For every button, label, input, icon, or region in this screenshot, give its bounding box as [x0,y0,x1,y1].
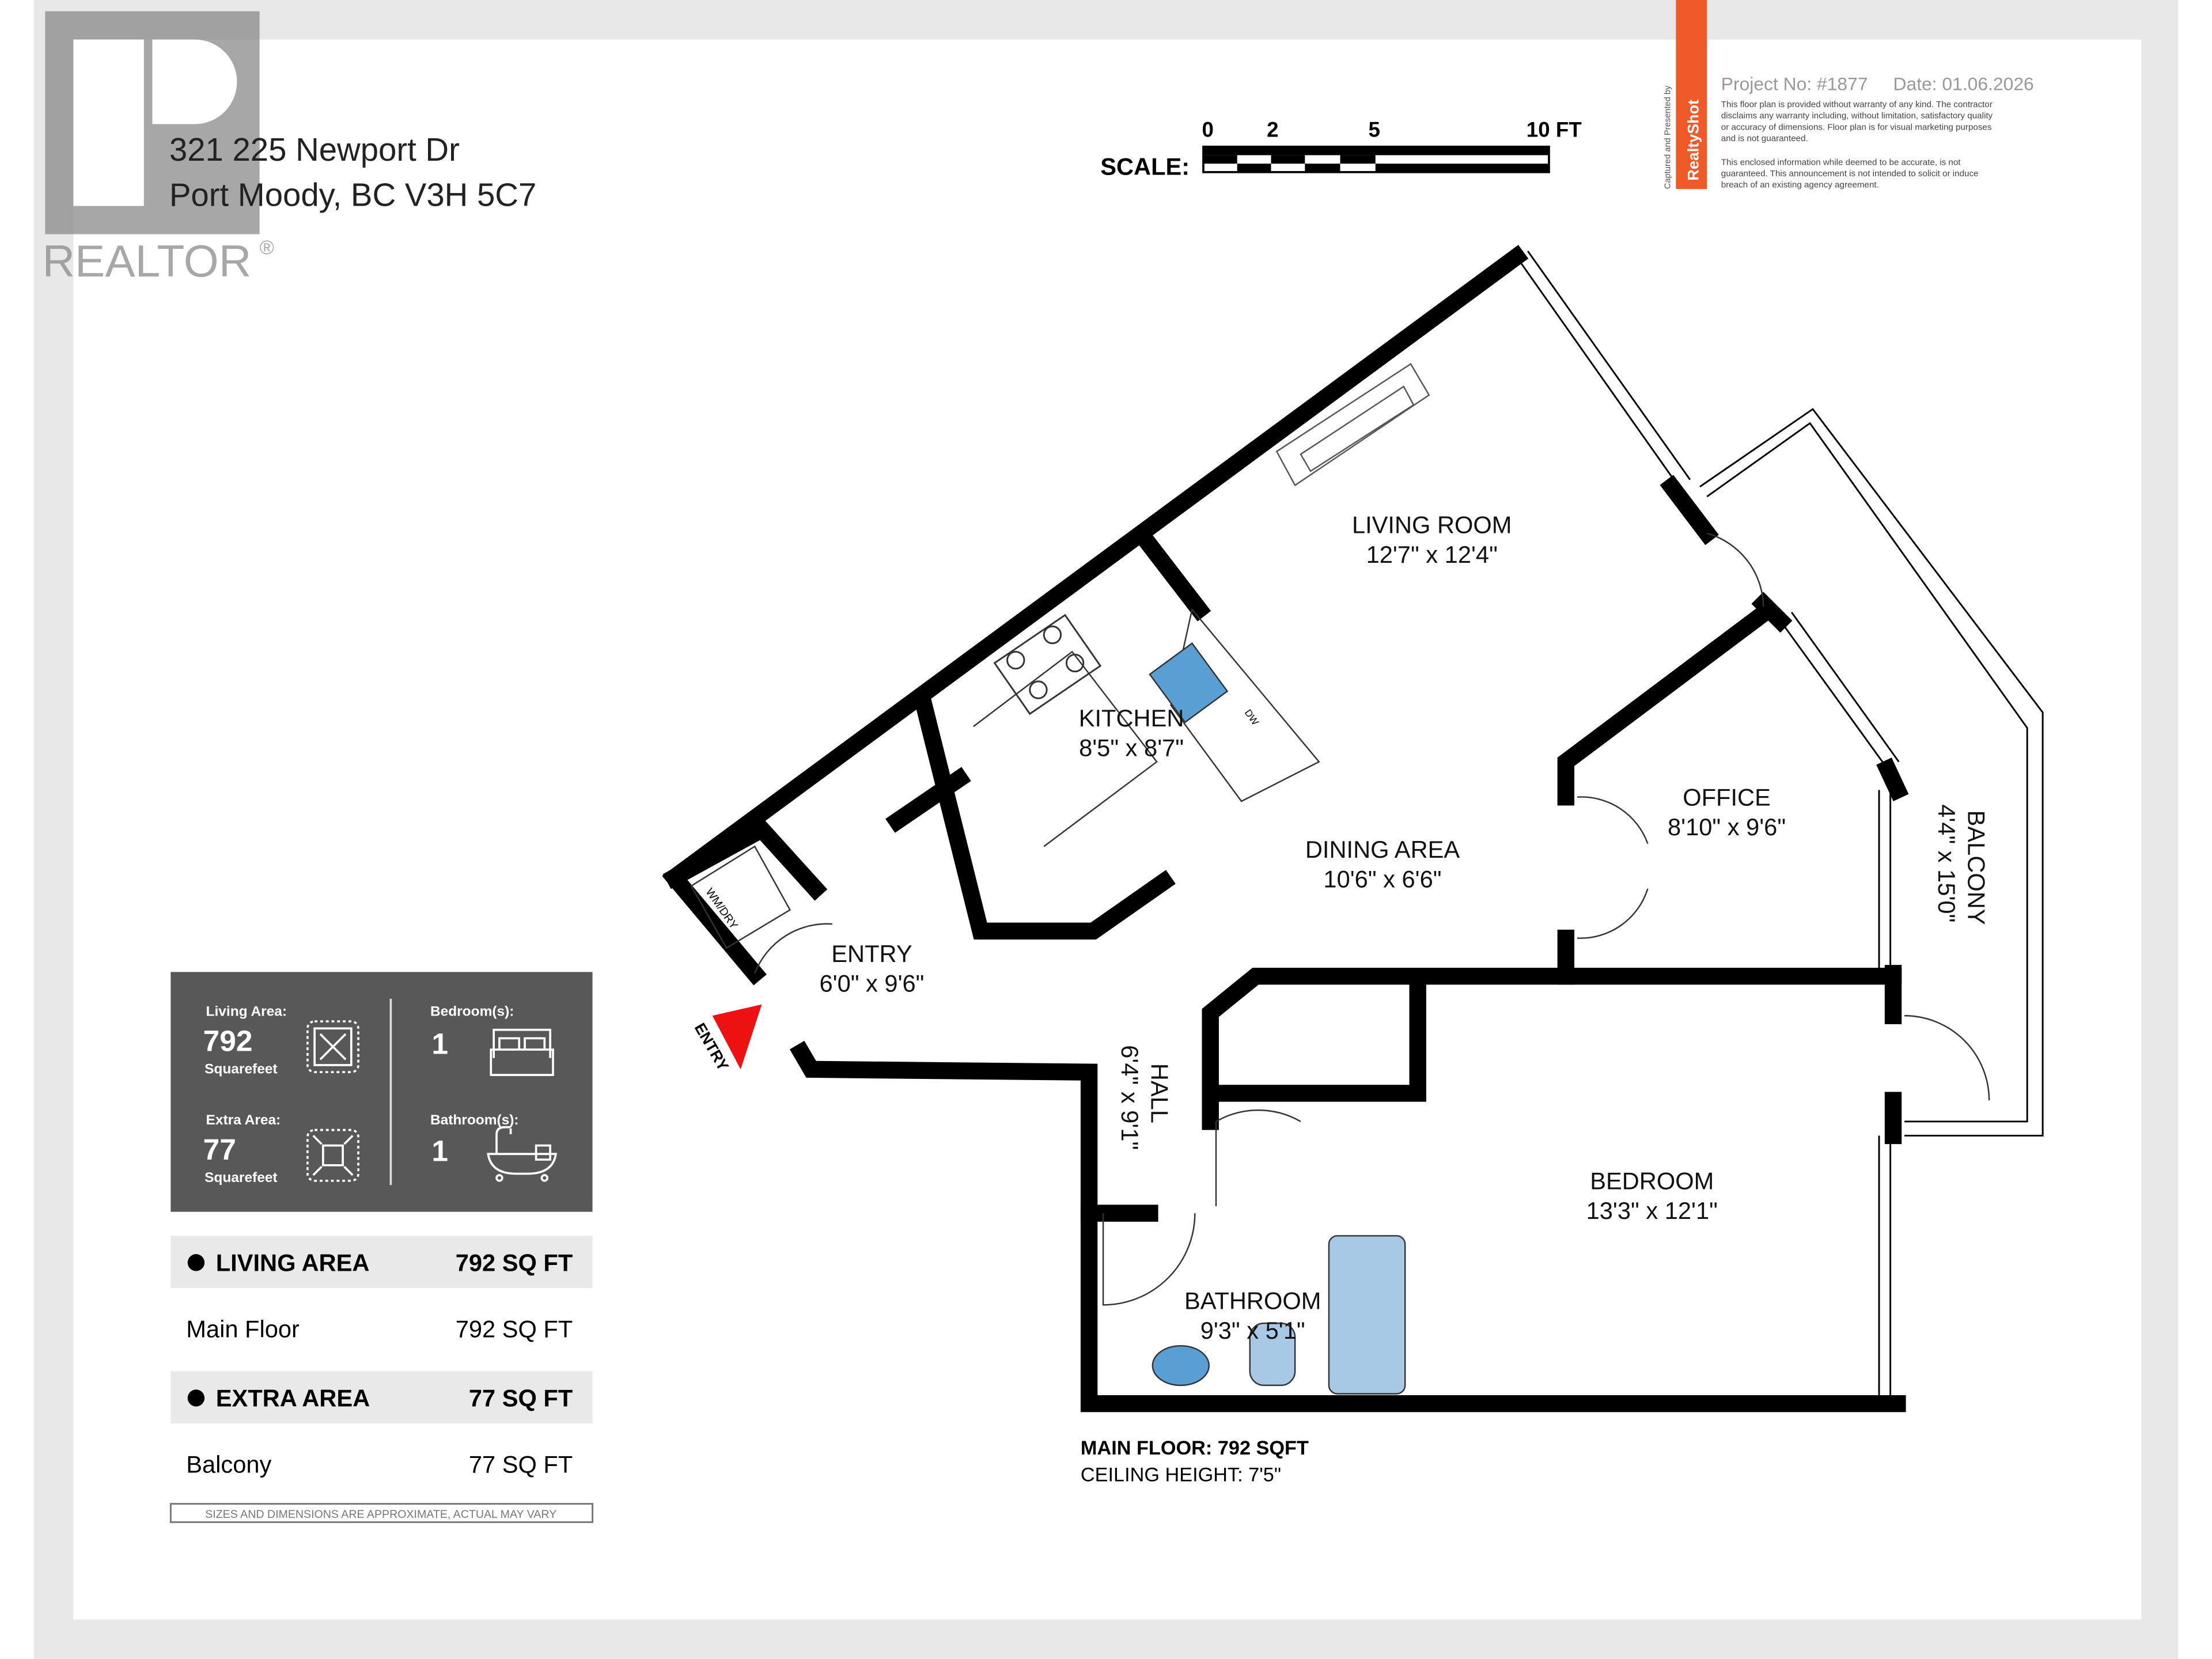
floor-plan: DW WM/DRY ENTRY LIVING ROOM 12'7" x 12'4… [662,245,2044,1486]
rooms-living-name: LIVING ROOM [1352,512,1512,539]
scale-ticks-2: 5 [1369,118,1380,142]
scale-ticks-3: 10 FT [1527,118,1582,142]
rooms-bedroom-name: BEDROOM [1590,1167,1714,1194]
rooms-hall-name: HALL [1146,1063,1173,1123]
windows [1516,251,1900,1397]
branding-disclaimer2-1: guaranteed. This announcement is not int… [1721,169,1979,179]
summary-living_unit: Squarefeet [204,1062,277,1077]
scale-ticks-0: 0 [1202,118,1214,142]
expand-area-icon [306,1020,359,1074]
logo-text: REALTOR [42,236,251,286]
footnote: SIZES AND DIMENSIONS ARE APPROXIMATE, AC… [205,1508,556,1521]
areas-0-value: 792 SQ FT [456,1249,573,1277]
summary-extra_label: Extra Area: [206,1112,281,1128]
summary-bed_label: Bedroom(s): [430,1003,514,1019]
extra-area-icon [306,1128,359,1182]
bed-icon [490,1028,554,1076]
summary-panel: Living Area: 792 Squarefeet Extra Area: … [171,972,593,1212]
doors [754,532,1990,1306]
rooms-bathroom-name: BATHROOM [1184,1287,1321,1315]
logo-mark: ® [260,237,274,259]
rooms-office-dim: 8'10" x 9'6" [1668,813,1786,840]
laundry [690,845,791,949]
living-area-row [171,1236,593,1288]
branding-disclaimer1-2: or accuracy of dimensions. Floor plan is… [1721,122,1992,132]
summary-living_value: 792 [203,1024,253,1057]
summary-extra_unit: Squarefeet [204,1170,277,1185]
rooms-living-dim: 12'7" x 12'4" [1366,541,1498,568]
areas-0-name: LIVING AREA [216,1249,370,1277]
areas-3-value: 77 SQ FT [469,1451,573,1478]
area-table: LIVING AREA 792 SQ FT Main Floor 792 SQ … [169,1236,594,1523]
scale-label: SCALE: [1100,153,1190,180]
branding-vertical_caption: Captured and Presented by [1664,85,1673,189]
toilet [1249,1322,1296,1387]
bathtub-icon [487,1126,558,1182]
rooms-balcony-dim: 4'4" x 15'0" [1933,804,1960,922]
branding-disclaimer1-0: This floor plan is provided without warr… [1721,100,1993,109]
branding-brand: RealtyShot [1685,100,1702,181]
bathtub [1328,1235,1406,1395]
main-floor-row: Main Floor [186,1316,300,1343]
balcony-outline [1699,408,2044,1137]
walls [662,245,1909,1412]
rooms-bedroom-dim: 13'3" x 12'1" [1586,1197,1718,1224]
rooms-dining-dim: 10'6" x 6'6" [1323,865,1441,892]
entry-marker-icon [712,1004,762,1070]
realtyshot-logo [1676,0,1707,190]
extra-area-row [171,1371,593,1424]
realtor-logo: REALTOR ® [42,11,274,286]
areas-1-value: 792 SQ FT [456,1316,573,1343]
rooms-kitchen-name: KITCHEN [1079,704,1184,732]
summary-extra_value: 77 [203,1132,236,1166]
balcony-row: Balcony [186,1451,271,1478]
branding-disclaimer2-2: breach of an existing agency agreement. [1721,180,1879,190]
bath-sink [1152,1345,1210,1387]
summary-bath_label: Bathroom(s): [430,1112,519,1128]
rooms-kitchen-dim: 8'5" x 8'7" [1079,734,1184,762]
summary-living_label: Living Area: [206,1003,287,1019]
room-labels: LIVING ROOM 12'7" x 12'4" KITCHEN 8'5" x… [819,512,1990,1344]
branding-project: Project No: #1877 [1721,74,1868,94]
rooms-balcony-name: BALCONY [1963,810,1990,925]
address-line-1: 321 225 Newport Dr [169,131,460,168]
summary-bath_value: 1 [431,1134,448,1168]
branding-date: Date: 01.06.2026 [1893,74,2034,94]
summary-bed_value: 1 [431,1027,448,1060]
fireplace [1275,363,1430,487]
branding-disclaimer1-1: disclaims any warranty including, withou… [1721,111,1993,121]
rooms-hall-dim: 6'4" x 9'1" [1116,1045,1143,1150]
rooms-entry-dim: 6'0" x 9'6" [819,970,924,997]
rooms-bathroom-dim: 9'3" x 5'1" [1200,1317,1305,1344]
areas-2-value: 77 SQ FT [469,1385,573,1412]
areas-2-name: EXTRA AREA [216,1385,370,1412]
scale-ticks-1: 2 [1267,118,1278,142]
main-floor-info: MAIN FLOOR: 792 SQFT [1081,1437,1309,1459]
ceiling-height-info: CEILING HEIGHT: 7'5" [1081,1464,1281,1486]
scale-bar: SCALE: 0 2 5 10 FT [1100,118,1582,180]
realtyshot-branding: RealtyShot Captured and Presented by Pro… [1664,0,2034,190]
branding-disclaimer2-0: This enclosed information while deemed t… [1721,158,1961,168]
rooms-office-name: OFFICE [1683,783,1771,810]
address-line-2: Port Moody, BC V3H 5C7 [169,177,536,213]
kitchen-sink [1149,642,1229,724]
branding-disclaimer1-3: and is not guaranteed. [1721,134,1808,143]
rooms-entry-name: ENTRY [831,940,912,967]
rooms-dining-name: DINING AREA [1305,836,1460,863]
sheet [73,39,2142,1620]
